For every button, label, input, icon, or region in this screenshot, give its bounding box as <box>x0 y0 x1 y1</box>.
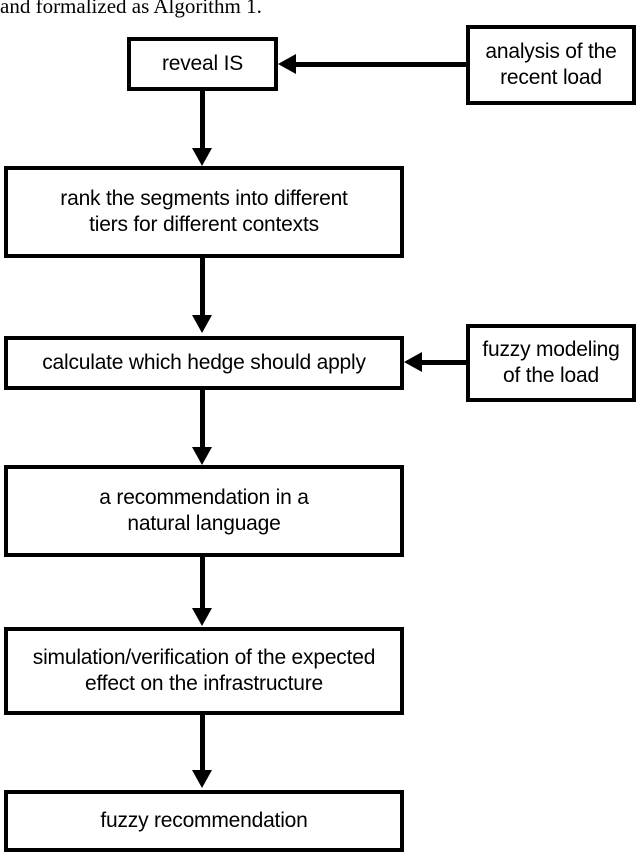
edge-recommendation-to-simulation-arrowhead <box>192 608 212 626</box>
edge-fuzzy-to-calculate-arrowhead <box>404 352 422 372</box>
node-analysis-line-2: recent load <box>500 66 602 89</box>
edge-calculate-to-recommendation-line <box>200 390 205 452</box>
edge-analysis-to-reveal-arrowhead <box>278 54 296 74</box>
edge-simulation-to-fuzzy-recommendation-line <box>200 715 205 773</box>
page-caption: and formalized as Algorithm 1. <box>0 0 262 18</box>
edge-rank-to-calculate-arrowhead <box>192 315 212 333</box>
edge-simulation-to-fuzzy-recommendation-arrowhead <box>192 770 212 788</box>
node-rank-segments-label: rank the segments into different tiers f… <box>54 186 353 238</box>
edge-reveal-to-rank-line <box>200 91 205 153</box>
node-analysis-of-recent-load[interactable]: analysis of the recent load <box>466 25 636 105</box>
node-fuzzy-modeling-line-2: of the load <box>503 364 599 387</box>
node-analysis-of-recent-load-label: analysis of the recent load <box>479 39 622 91</box>
node-simulation-line-1: simulation/verification of the expected <box>32 646 376 669</box>
node-simulation-verification-label: simulation/verification of the expected … <box>27 645 381 697</box>
node-rank-segments[interactable]: rank the segments into different tiers f… <box>4 166 404 258</box>
edge-fuzzy-to-calculate-line <box>421 360 467 365</box>
edge-reveal-to-rank-arrowhead <box>192 148 212 166</box>
node-simulation-verification[interactable]: simulation/verification of the expected … <box>4 627 404 715</box>
node-fuzzy-modeling-line-1: fuzzy modeling <box>482 338 620 361</box>
node-rank-line-2: tiers for different contexts <box>89 213 319 236</box>
node-recommendation-line-1: a recommendation in a <box>99 486 309 509</box>
edge-analysis-to-reveal-line <box>295 62 467 67</box>
node-fuzzy-recommendation-label: fuzzy recommendation <box>100 809 308 832</box>
node-recommendation[interactable]: a recommendation in a natural language <box>4 465 404 557</box>
node-fuzzy-modeling[interactable]: fuzzy modeling of the load <box>466 324 636 402</box>
edge-calculate-to-recommendation-arrowhead <box>192 447 212 465</box>
edge-recommendation-to-simulation-line <box>200 557 205 613</box>
node-rank-line-1: rank the segments into different <box>60 187 348 210</box>
edge-rank-to-calculate-line <box>200 258 205 320</box>
node-simulation-line-2: effect on the infrastructure <box>85 672 323 695</box>
node-recommendation-line-2: natural language <box>127 512 281 535</box>
node-calculate-hedge[interactable]: calculate which hedge should apply <box>4 336 404 390</box>
node-calculate-hedge-label: calculate which hedge should apply <box>42 351 366 374</box>
node-fuzzy-modeling-label: fuzzy modeling of the load <box>476 337 625 389</box>
node-reveal-is[interactable]: reveal IS <box>127 37 278 91</box>
node-analysis-line-1: analysis of the <box>485 40 617 63</box>
node-fuzzy-recommendation[interactable]: fuzzy recommendation <box>4 790 404 852</box>
node-reveal-is-label: reveal IS <box>161 52 244 75</box>
node-recommendation-label: a recommendation in a natural language <box>93 485 314 537</box>
